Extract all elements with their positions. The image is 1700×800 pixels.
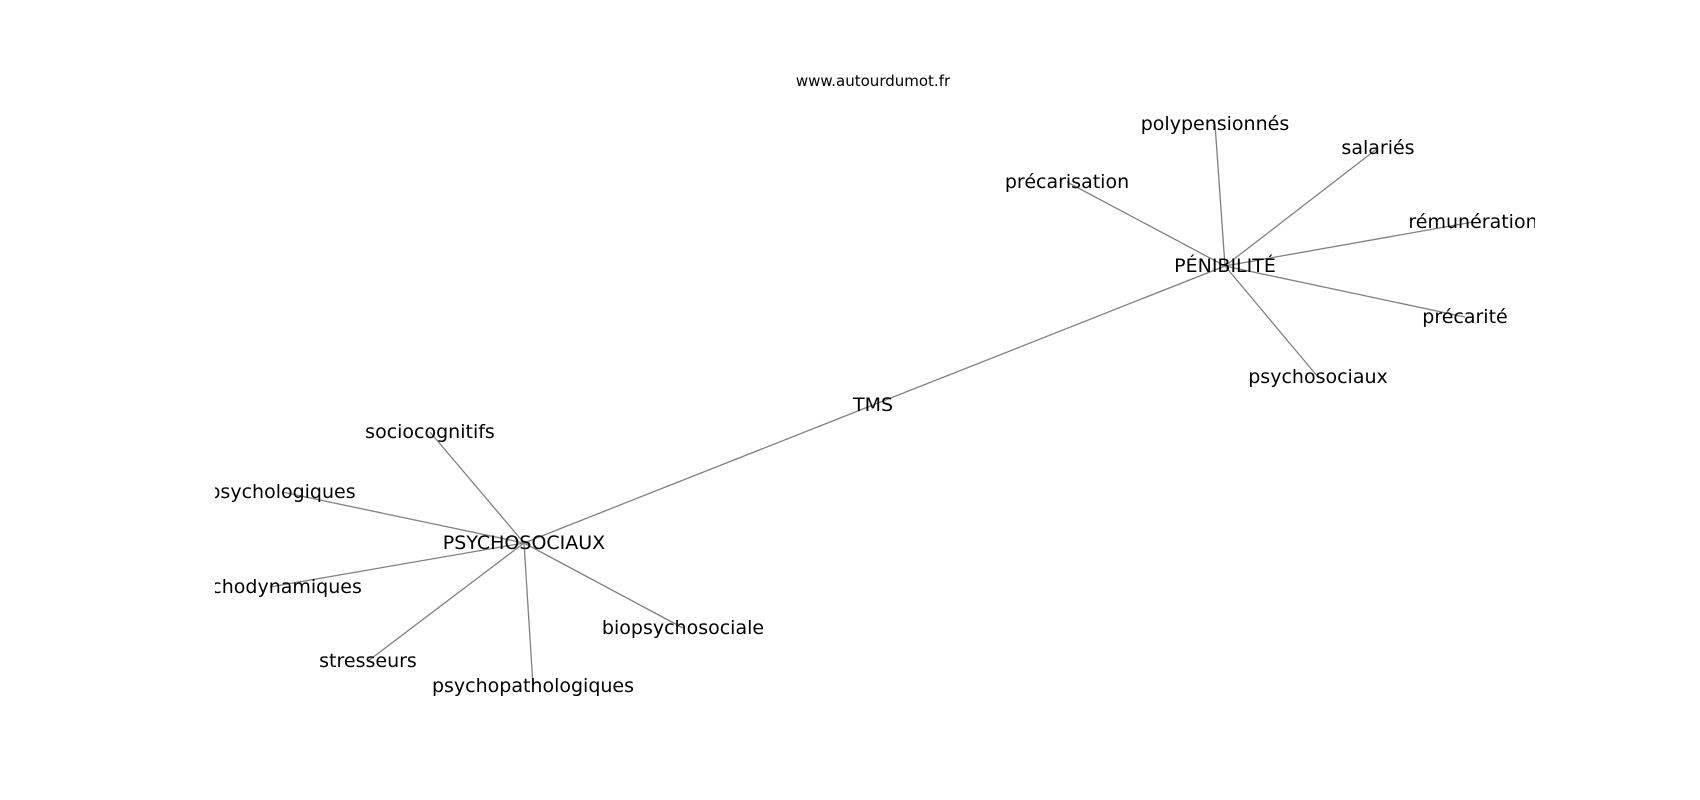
labels-layer: TMS PÉNIBILITÉ PSYCHOSOCIAUX polypensionnés… — [178, 113, 1537, 697]
edge-psychosociaux_hub-biopsychosociale — [523, 542, 684, 629]
node-label-sociocognitifs: sociocognitifs — [365, 421, 495, 443]
node-label-biopsychosociale: biopsychosociale — [602, 617, 764, 639]
edge-psychosociaux_hub-psychodynamiques — [269, 542, 525, 588]
node-label-tms: TMS — [852, 394, 893, 416]
edges-layer — [269, 123, 1474, 687]
edge-penibilite-precarite — [1224, 265, 1466, 318]
node-label-psychosociaux: psychosociaux — [1248, 366, 1388, 388]
node-label-remuneration: rémunération — [1408, 211, 1537, 233]
edge-psychosociaux_hub-psychopathologiques — [523, 542, 534, 687]
node-label-psychosociaux_hub: PSYCHOSOCIAUX — [443, 532, 605, 554]
node-label-precarite: précarité — [1422, 306, 1507, 328]
node-label-precarisation: précarisation — [1005, 171, 1129, 193]
edge-psychosociaux_hub-stresseurs — [367, 542, 525, 662]
node-label-polypensionnes: polypensionnés — [1141, 113, 1289, 135]
node-label-psychologiques: psychologiques — [208, 481, 355, 503]
node-label-penibilite: PÉNIBILITÉ — [1174, 254, 1276, 277]
source-url: www.autourdumot.fr — [795, 72, 951, 90]
edge-tms-psychosociaux_hub — [523, 404, 874, 544]
node-label-psychodynamiques: psychodynamiques — [178, 576, 362, 598]
edge-penibilite-remuneration — [1224, 221, 1474, 267]
node-label-psychopathologiques: psychopathologiques — [432, 675, 634, 697]
edge-penibilite-polypensionnes — [1214, 123, 1226, 267]
edge-penibilite-salaries — [1224, 147, 1379, 267]
node-label-salaries: salariés — [1341, 137, 1414, 159]
edge-psychosociaux_hub-psychologiques — [281, 491, 525, 544]
edge-penibilite-psychosociaux — [1224, 265, 1319, 378]
edge-tms-penibilite — [872, 265, 1226, 406]
node-label-stresseurs: stresseurs — [319, 650, 417, 672]
edge-penibilite-precarisation — [1066, 181, 1226, 267]
edge-psychosociaux_hub-sociocognitifs — [429, 431, 525, 544]
